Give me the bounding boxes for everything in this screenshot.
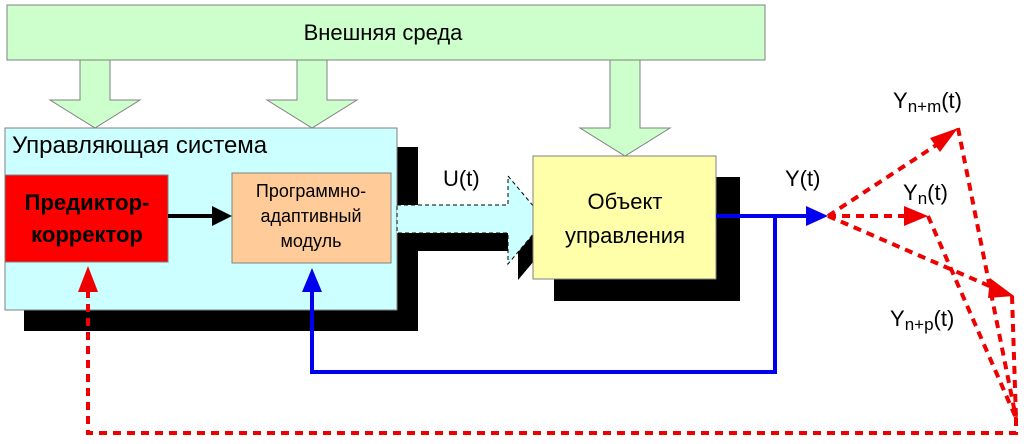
output-label: Y(t) — [785, 166, 820, 191]
converge-line-n — [926, 215, 1018, 419]
environment-label: Внешняя среда — [304, 20, 464, 45]
label-y-n-m: Yn+m(t) — [893, 88, 962, 116]
control-signal-arrow-shadow — [400, 192, 555, 280]
prediction-line-n-m — [826, 138, 946, 218]
label-y-n: Yn(t) — [903, 180, 948, 208]
predictor-corrector-box — [4, 174, 169, 263]
module-label-line3: модуль — [281, 231, 342, 251]
environment-box — [6, 4, 766, 61]
prediction-feedback-line — [86, 290, 1018, 435]
predictor-label-line1: Предиктор- — [25, 190, 150, 215]
control-system-label: Управляющая система — [12, 132, 268, 159]
prediction-arrowhead-n-m — [930, 128, 958, 152]
environment-arrow-2 — [265, 59, 359, 129]
module-label-line1: Программно- — [256, 181, 366, 201]
adaptive-module-box — [231, 172, 392, 264]
control-signal-label: U(t) — [443, 166, 480, 191]
module-label-line2: адаптивный — [260, 206, 361, 226]
environment-arrow-3 — [578, 59, 672, 157]
object-label-line1: Объект — [588, 189, 663, 214]
environment-arrow-1 — [48, 59, 142, 129]
object-box — [532, 155, 717, 280]
feedback-arrowhead — [302, 268, 322, 292]
converge-line-n-m — [956, 127, 1018, 419]
prediction-feedback-arrowhead — [78, 266, 98, 292]
control-signal-arrow — [396, 174, 546, 266]
converge-line-n-p — [1010, 295, 1018, 419]
predictor-to-module-arrowhead — [212, 206, 232, 226]
prediction-arrowhead-n — [904, 206, 928, 226]
label-y-n-p: Yn+p(t) — [890, 306, 954, 334]
object-label-line2: управления — [565, 223, 685, 248]
predictor-label-line2: корректор — [31, 222, 143, 247]
prediction-arrowhead-n-p — [988, 278, 1014, 298]
output-arrowhead — [806, 206, 828, 226]
prediction-line-n-p — [827, 214, 995, 290]
feedback-line — [310, 216, 777, 374]
